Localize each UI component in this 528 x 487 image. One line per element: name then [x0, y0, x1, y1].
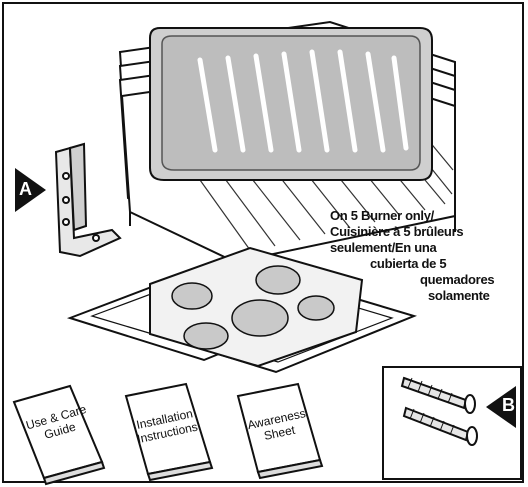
broiler-pan: [149, 27, 433, 181]
note-line: On 5 Burner only/: [330, 208, 434, 223]
note-line: seulement/En una: [330, 240, 437, 255]
note-line: cubierta de 5: [370, 256, 447, 271]
note-line: quemadores: [420, 272, 495, 287]
burner-template-discs: [171, 265, 335, 350]
screws-inset: [382, 366, 522, 480]
booklet-use-care-guide: [12, 384, 106, 486]
marker-a-label: A: [19, 179, 32, 199]
marker-b-label: B: [502, 395, 515, 415]
note-line: solamente: [428, 288, 490, 303]
anti-tip-bracket: [54, 142, 122, 258]
screws-illustration: [400, 376, 516, 446]
booklet-awareness-sheet: [236, 382, 324, 480]
screw-icon: [402, 406, 478, 446]
screw-icon: [400, 376, 476, 414]
booklet-installation-instructions: [124, 382, 214, 482]
note-line: Cuisinière à 5 brûleurs: [330, 224, 464, 239]
marker-a-icon: [15, 168, 46, 212]
marker-b-icon: [486, 386, 516, 428]
